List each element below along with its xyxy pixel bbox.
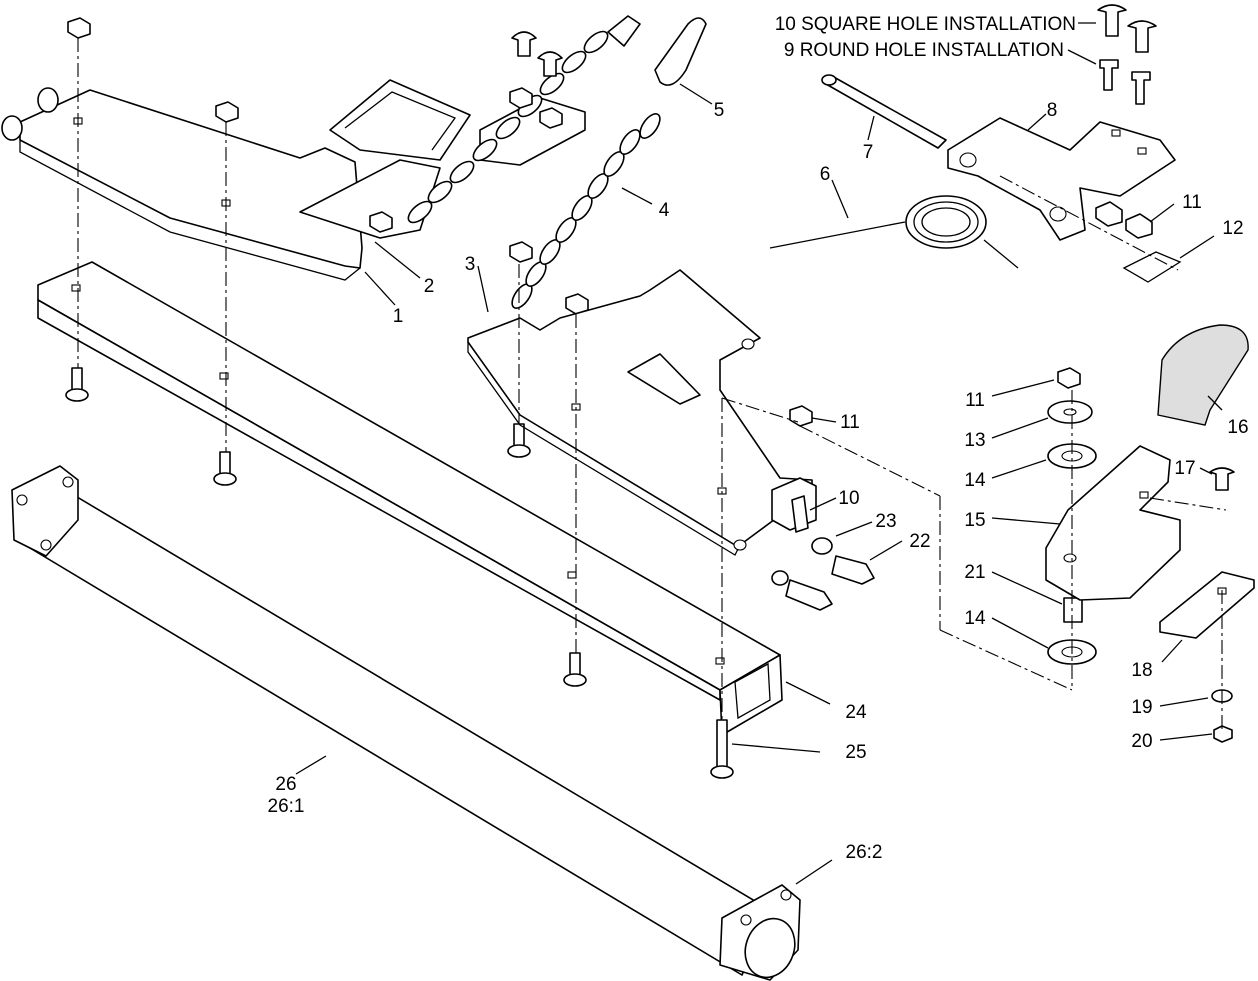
leader-lines xyxy=(295,22,1223,885)
callout-11-mid: 11 xyxy=(840,412,860,433)
s-hook-part-5 xyxy=(654,17,707,86)
bolts-part-9-10 xyxy=(1097,4,1157,105)
callout-26: 26 xyxy=(275,774,296,795)
top-fasteners xyxy=(67,17,589,315)
hairpin-part-12 xyxy=(1122,251,1182,283)
chain-links-right xyxy=(511,113,661,309)
latch-part-2 xyxy=(299,79,471,239)
stack-parts-11-13-14 xyxy=(1047,367,1097,665)
callout-7: 7 xyxy=(863,142,874,163)
callout-8: 8 xyxy=(1047,100,1058,121)
bolt-part-25 xyxy=(710,719,734,779)
callout-17: 17 xyxy=(1174,458,1195,479)
spring-part-6 xyxy=(769,195,1019,269)
callout-18: 18 xyxy=(1131,660,1152,681)
roller-part-26 xyxy=(11,465,801,981)
callout-10: 10 xyxy=(838,488,859,509)
callout-14-bottom: 14 xyxy=(964,608,986,629)
callout-22: 22 xyxy=(909,531,930,552)
chain-links-part-4 xyxy=(407,15,641,224)
carriage-bolts xyxy=(65,367,734,779)
callout-labels: 10 SQUARE HOLE INSTALLATION 9 ROUND HOLE… xyxy=(268,14,1249,863)
parts-17-18-19-20 xyxy=(1159,467,1255,743)
callout-3: 3 xyxy=(465,254,476,275)
callout-25: 25 xyxy=(845,742,866,763)
callout-5: 5 xyxy=(714,100,725,121)
callout-21: 21 xyxy=(964,562,985,583)
callout-11-right: 11 xyxy=(965,390,985,411)
callout-14-top: 14 xyxy=(964,470,986,491)
bracket-part-8 xyxy=(947,117,1176,241)
callout-6: 6 xyxy=(820,164,831,185)
callout-2: 2 xyxy=(424,276,435,297)
callout-12: 12 xyxy=(1222,218,1243,239)
callout-20: 20 xyxy=(1131,731,1152,752)
bolt-washer-group xyxy=(771,405,875,611)
nuts-part-11 xyxy=(1095,201,1153,239)
grip-part-16 xyxy=(1157,324,1249,426)
callout-15: 15 xyxy=(964,510,985,531)
callout-16: 16 xyxy=(1227,417,1248,438)
center-lines xyxy=(77,38,1227,730)
mount-part-15 xyxy=(1045,445,1181,601)
channel-bar-part-24 xyxy=(37,261,783,736)
pin-part-7 xyxy=(821,74,947,149)
callout-19: 19 xyxy=(1131,697,1152,718)
callout-26-1: 26:1 xyxy=(268,796,305,817)
callout-1: 1 xyxy=(393,306,404,327)
note-round-hole: 9 ROUND HOLE INSTALLATION xyxy=(784,40,1064,61)
callout-13: 13 xyxy=(964,430,985,451)
left-bracket-part-1 xyxy=(1,87,363,281)
callout-24: 24 xyxy=(845,702,867,723)
callout-23: 23 xyxy=(875,511,896,532)
note-square-hole: 10 SQUARE HOLE INSTALLATION xyxy=(775,14,1076,35)
callout-26-2: 26:2 xyxy=(846,842,883,863)
callout-4: 4 xyxy=(659,200,670,221)
callout-11-top: 11 xyxy=(1182,192,1202,213)
